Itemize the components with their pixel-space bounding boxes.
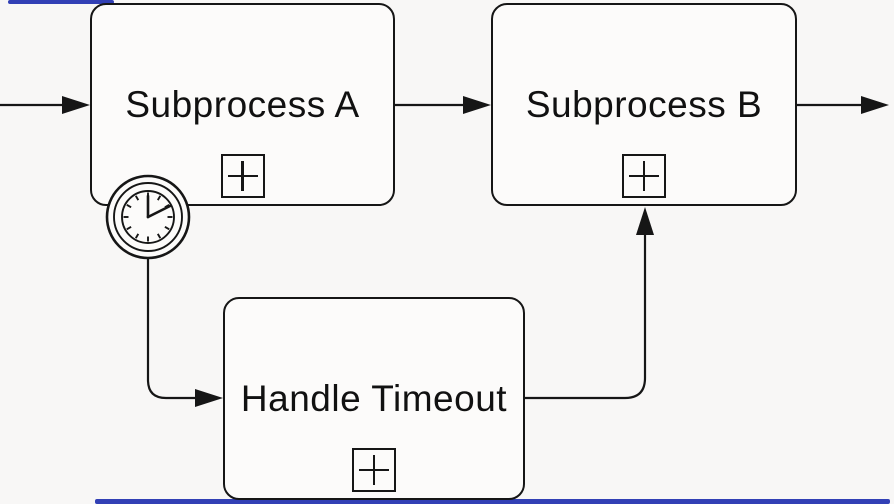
flow-handle-timeout-to-subprocess-b [525, 207, 654, 400]
node-label: Subprocess A [125, 83, 360, 125]
plus-vertical-bar [241, 161, 244, 191]
node-label: Handle Timeout [240, 377, 508, 419]
expand-subprocess-icon[interactable] [352, 448, 396, 492]
flow-subprocess-a-to-b [395, 96, 491, 114]
node-subprocess-a[interactable]: Subprocess A [90, 3, 395, 206]
node-subprocess-b[interactable]: Subprocess B [491, 3, 797, 206]
node-handle-timeout[interactable]: Handle Timeout [223, 297, 525, 500]
clock-hour-hand [146, 204, 172, 219]
bottom-edge-accent-bar [95, 499, 890, 504]
flow-timer-to-handle-timeout [146, 258, 223, 407]
flow-start-to-subprocess-a [0, 96, 90, 114]
timer-boundary-event-icon[interactable] [105, 174, 191, 260]
flow-subprocess-b-to-end [797, 96, 889, 114]
plus-vertical-bar [372, 455, 376, 485]
expand-subprocess-icon[interactable] [220, 154, 265, 198]
node-label: Subprocess B [525, 83, 763, 125]
plus-vertical-bar [642, 161, 646, 191]
expand-subprocess-icon[interactable] [622, 154, 666, 198]
top-edge-accent-bar [8, 0, 114, 4]
